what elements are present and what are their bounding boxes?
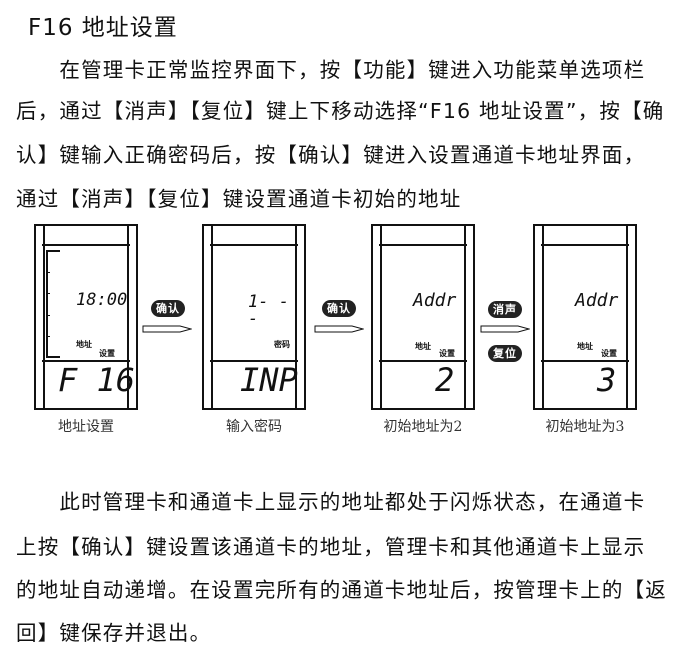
lcd-time: 18:00: [76, 290, 128, 310]
paragraph-line: 认】键输入正确密码后，按【确认】键进入设置通道卡地址界面，: [16, 143, 646, 167]
mute-key-badge: 消声: [488, 301, 522, 318]
lcd-big: INP: [240, 361, 298, 399]
paragraph-line: 在管理卡正常监控界面下，按【功能】键进入功能菜单选项栏: [16, 58, 646, 82]
confirm-key-badge: 确认: [151, 300, 185, 317]
paragraph-line: 上按【确认】键设置该通道卡的地址，管理卡和其他通道卡上显示: [16, 535, 646, 559]
lcd-panel-address-3: Addr 地址 设置 3: [533, 224, 637, 410]
caption: 地址设置: [58, 419, 114, 435]
right-arrow-icon: [480, 325, 530, 333]
lcd-big: 3: [597, 361, 617, 399]
paragraph-line: 通过【消声】【复位】键设置通道卡初始的地址: [16, 187, 462, 211]
paragraph-line: 此时管理卡和通道卡上显示的地址都处于闪烁状态，在通道卡: [16, 490, 646, 514]
lcd-label: 地址: [76, 340, 92, 349]
lcd-label: 密码: [274, 340, 290, 349]
section-title: F16 地址设置: [28, 15, 178, 41]
paragraph-line: 后，通过【消声】【复位】键上下移动选择“F16 地址设置”，按【确: [16, 99, 665, 123]
lcd-mid: Addr: [413, 290, 457, 311]
caption: 初始地址为2: [383, 419, 463, 435]
confirm-key-badge: 确认: [322, 300, 356, 317]
lcd-label: 设置: [601, 349, 617, 358]
lcd-mid: 1- - -: [248, 292, 289, 329]
reset-key-badge: 复位: [488, 345, 522, 362]
lcd-panel-password: 1- - - 密码 INP: [202, 224, 306, 410]
lcd-label: 设置: [99, 349, 115, 358]
paragraph-line: 的地址自动递增。在设置完所有的通道卡地址后，按管理卡上的【返: [16, 578, 667, 602]
lcd-mid: Addr: [575, 290, 619, 311]
caption: 初始地址为3: [545, 419, 625, 435]
lcd-label: 地址: [577, 342, 593, 351]
caption: 输入密码: [226, 419, 282, 435]
right-arrow-icon: [142, 325, 192, 333]
lcd-panel-address-2: Addr 地址 设置 2: [371, 224, 475, 410]
paragraph-line: 回】键保存并退出。: [16, 621, 212, 645]
right-arrow-icon: [314, 325, 364, 333]
lcd-big: F 16: [58, 361, 136, 399]
lcd-panel-address-setting: 18:00 地址 设置 F 16: [34, 224, 138, 410]
lcd-big: 2: [435, 361, 455, 399]
lcd-label: 地址: [415, 342, 431, 351]
lcd-label: 设置: [439, 349, 455, 358]
